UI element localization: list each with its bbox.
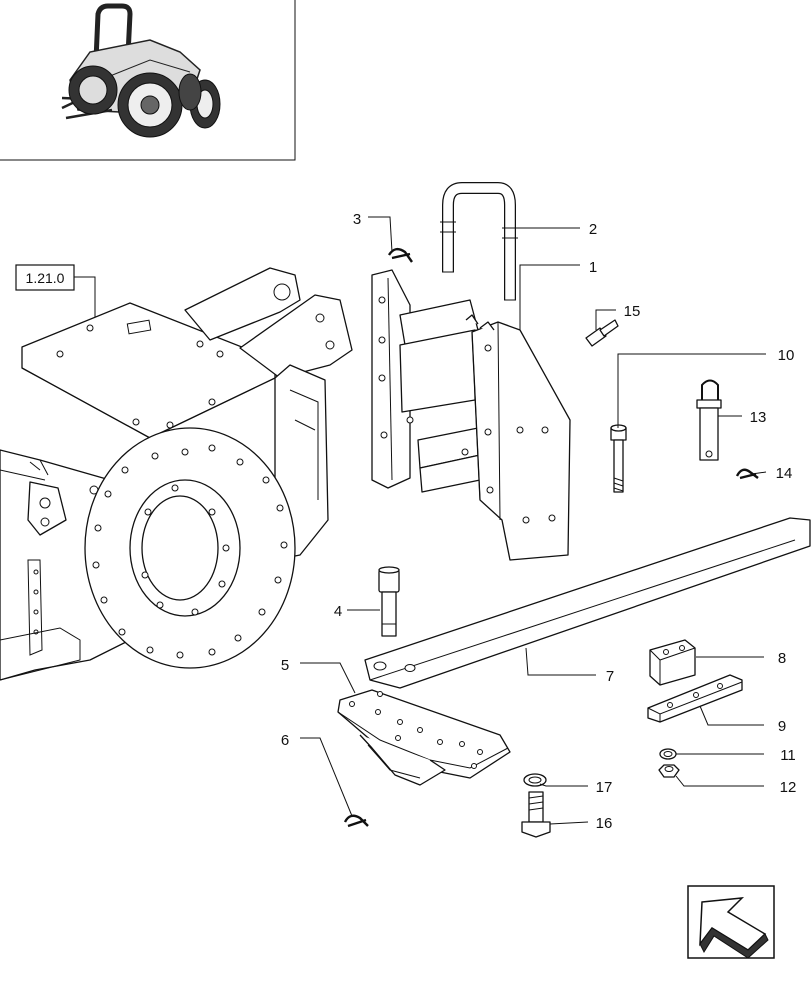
- part-9-plate: [647, 674, 743, 723]
- part-14-clip: [735, 468, 759, 480]
- callout-12: 12: [780, 779, 797, 796]
- tractor-thumbnail: [0, 0, 296, 161]
- part-13-lock-pin: [696, 379, 722, 461]
- part-4-pin: [378, 566, 400, 637]
- reference-label: 1.21.0: [26, 270, 65, 286]
- callout-14: 14: [776, 465, 793, 482]
- callout-10: 10: [778, 347, 795, 364]
- part-7-drawbar: [364, 517, 811, 689]
- tractor-thumbnail-icon: [61, 3, 221, 138]
- part-3-clip: [387, 247, 413, 263]
- part-10-long-bolt: [610, 424, 627, 493]
- part-17-washer: [523, 773, 547, 787]
- part-11-washer: [659, 748, 677, 760]
- callout-1: 1: [589, 259, 597, 276]
- rear-axle-housing: [0, 267, 353, 681]
- callout-7: 7: [606, 668, 614, 685]
- callout-15: 15: [624, 303, 641, 320]
- callout-9: 9: [778, 718, 786, 735]
- callout-3: 3: [353, 211, 361, 228]
- part-16-bolt: [521, 791, 551, 838]
- callout-6: 6: [281, 732, 289, 749]
- back-arrow-icon[interactable]: [687, 885, 775, 959]
- part-5-bracket: [337, 689, 511, 786]
- callout-numbers: 2 1 3 15 10 13 14 4 5 6 7 8 9 11 12 17 1…: [281, 211, 797, 832]
- callout-13: 13: [750, 409, 767, 426]
- reference-box[interactable]: 1.21.0: [15, 264, 96, 325]
- part-8-block: [649, 639, 696, 686]
- part-2-u-bolt: [440, 182, 518, 301]
- part-12-nut: [658, 764, 680, 778]
- callout-8: 8: [778, 650, 786, 667]
- callout-2: 2: [589, 221, 597, 238]
- callout-17: 17: [596, 779, 613, 796]
- callout-11: 11: [780, 747, 796, 764]
- callout-16: 16: [596, 815, 613, 832]
- callout-4: 4: [334, 603, 342, 620]
- part-15-bolt: [585, 319, 619, 347]
- callout-5: 5: [281, 657, 289, 674]
- part-1-bracket: [371, 269, 571, 561]
- part-6-clip: [343, 814, 369, 828]
- leader-lines: [300, 216, 767, 825]
